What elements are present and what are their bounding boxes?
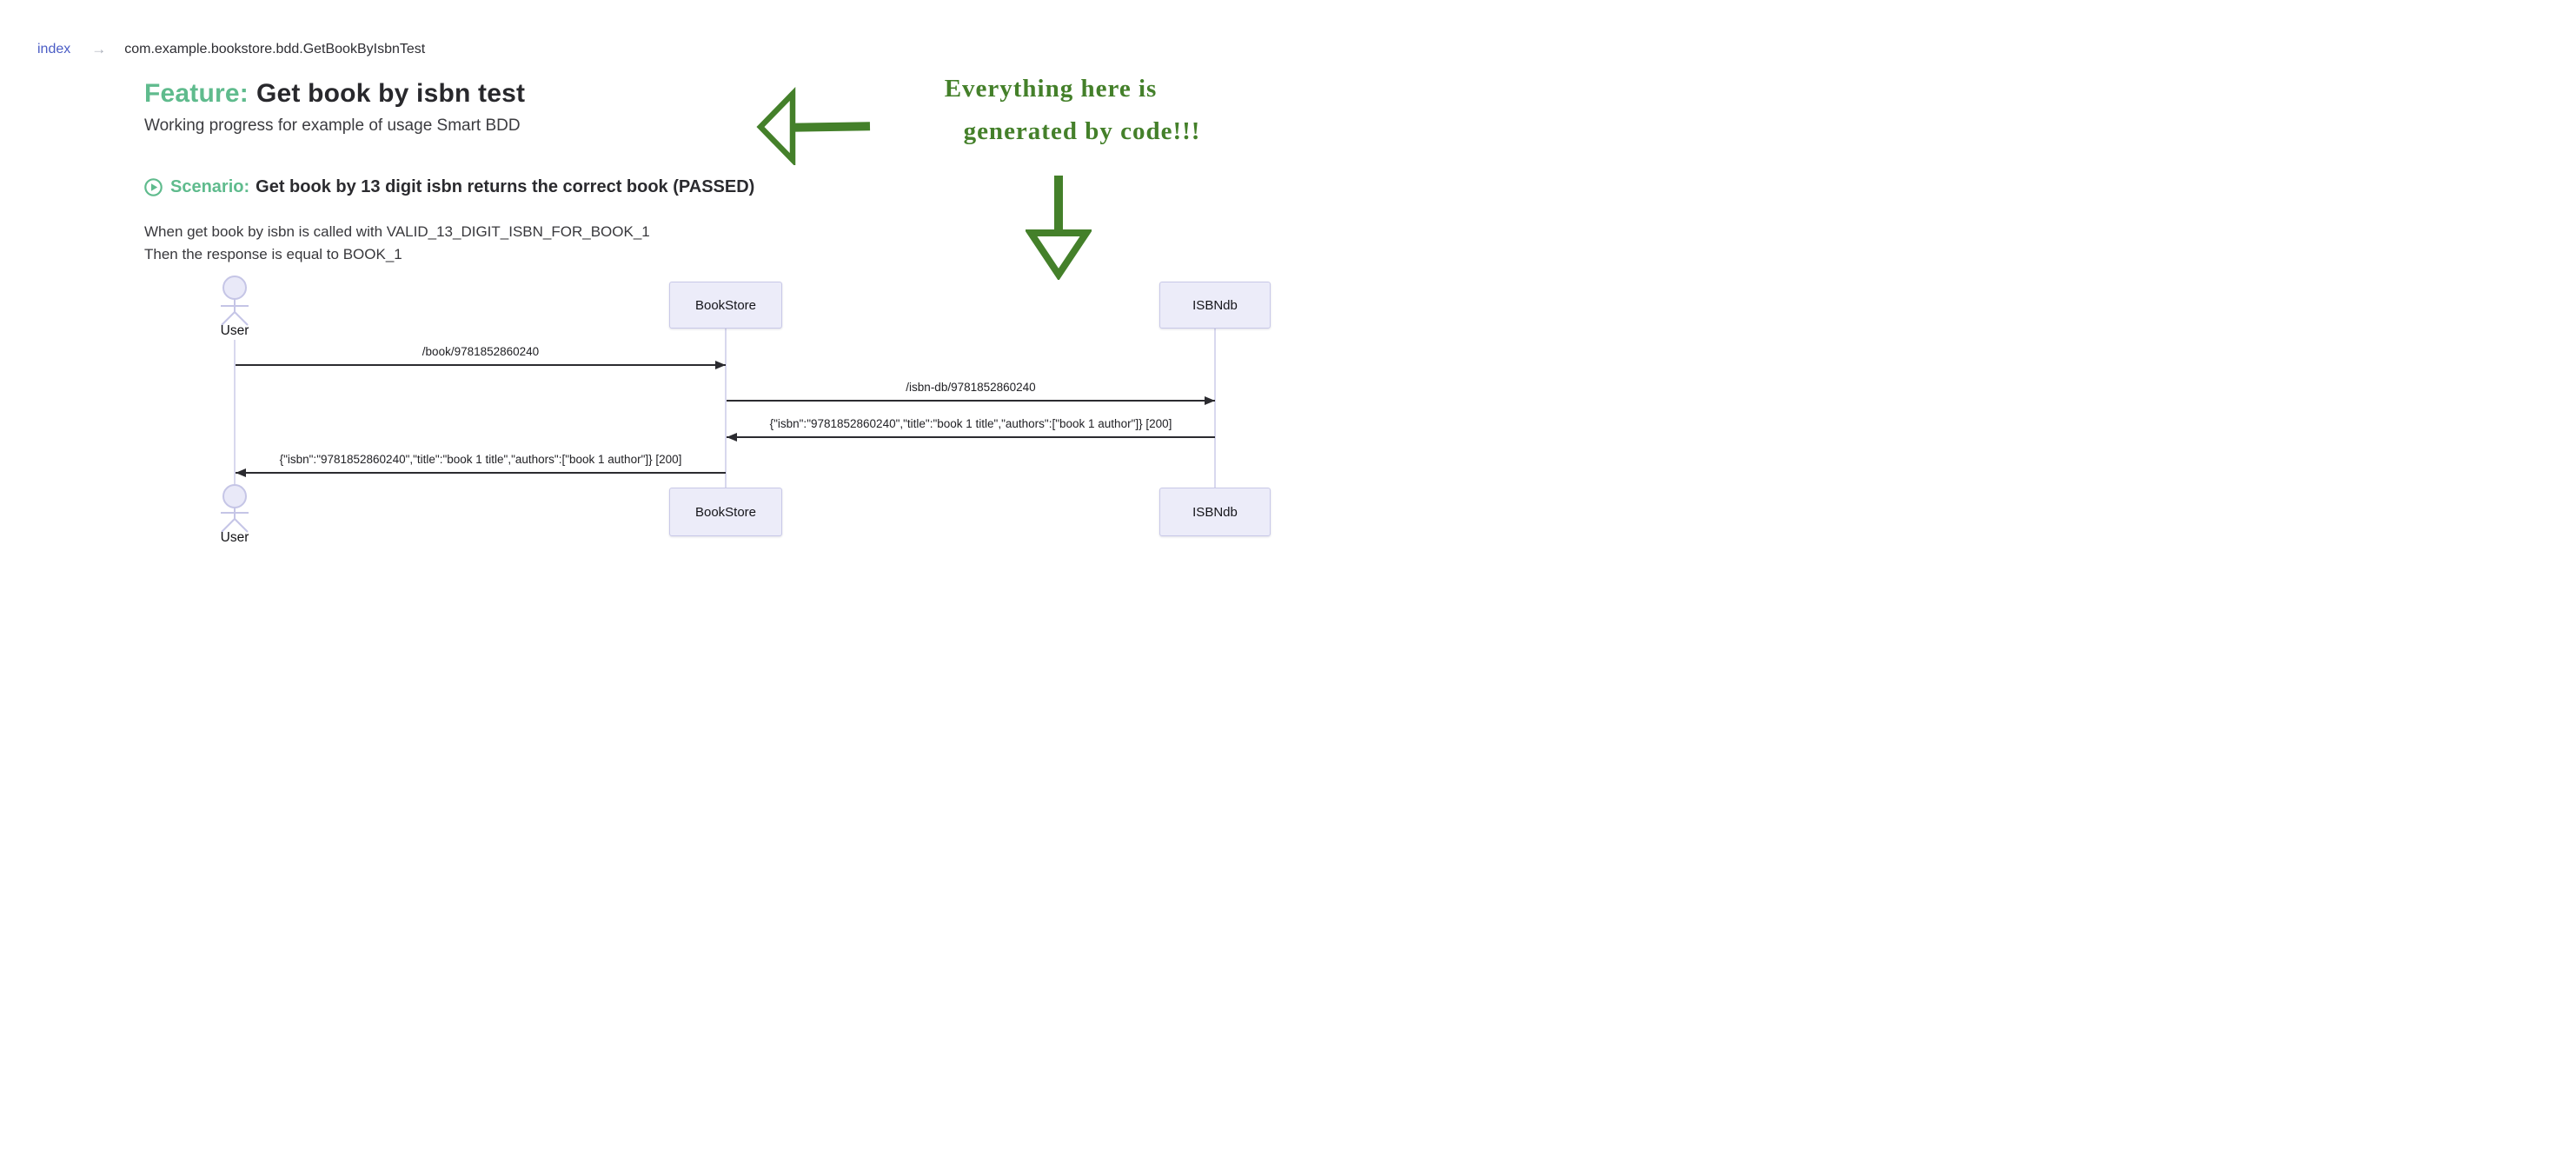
step-when: When get book by isbn is called with VAL…: [144, 223, 650, 240]
arrowhead-left-icon: [727, 432, 737, 442]
message-line: [727, 400, 1215, 402]
message-label: /book/9781852860240: [422, 345, 540, 358]
user-actor-icon: [221, 484, 249, 533]
message-label: {"isbn":"9781852860240","title":"book 1 …: [279, 453, 682, 466]
play-circle-icon: [144, 178, 163, 196]
lifeline-user: [234, 340, 236, 485]
message-label: {"isbn":"9781852860240","title":"book 1 …: [769, 417, 1172, 430]
lifeline-isbndb: [1214, 329, 1216, 488]
participant-user-label: User: [220, 530, 249, 545]
feature-subtitle: Working progress for example of usage Sm…: [144, 116, 521, 135]
participant-isbndb-box: ISBNdb: [1159, 488, 1271, 536]
scenario-row: Scenario: Get book by 13 digit isbn retu…: [144, 177, 754, 197]
user-actor-icon: [221, 276, 249, 326]
feature-heading: Feature:Get book by isbn test: [144, 79, 525, 109]
scenario-keyword: Scenario:: [170, 177, 250, 196]
feature-keyword: Feature:: [144, 79, 249, 108]
scenario-steps: When get book by isbn is called with VAL…: [144, 221, 650, 265]
breadcrumb-index-link[interactable]: index: [37, 42, 71, 56]
message-line: [727, 436, 1215, 438]
participant-bookstore-box: BookStore: [669, 282, 782, 329]
participant-bookstore-box: BookStore: [669, 488, 782, 536]
participant-isbndb-box: ISBNdb: [1159, 282, 1271, 329]
report-page: index → com.example.bookstore.bdd.GetBoo…: [0, 0, 1288, 574]
feature-title: Get book by isbn test: [256, 79, 526, 108]
participant-user-label: User: [220, 323, 249, 338]
arrowhead-right-icon: [1205, 395, 1215, 405]
breadcrumb: index → com.example.bookstore.bdd.GetBoo…: [37, 41, 425, 58]
message-line: [236, 472, 726, 474]
arrowhead-right-icon: [715, 360, 726, 369]
step-then: Then the response is equal to BOOK_1: [144, 245, 402, 262]
down-arrow-icon: [1026, 176, 1092, 280]
annotation-line-1: Everything here is: [944, 75, 1158, 103]
annotation-line-2: generated by code!!!: [963, 117, 1201, 145]
message-line: [236, 364, 726, 366]
message-label: /isbn-db/9781852860240: [906, 381, 1036, 394]
left-arrow-icon: [756, 87, 871, 165]
breadcrumb-arrow-icon: →: [91, 41, 107, 57]
breadcrumb-current: com.example.bookstore.bdd.GetBookByIsbnT…: [124, 42, 426, 56]
arrowhead-left-icon: [236, 468, 246, 477]
scenario-title: Get book by 13 digit isbn returns the co…: [256, 177, 755, 196]
lifeline-bookstore: [725, 329, 727, 488]
